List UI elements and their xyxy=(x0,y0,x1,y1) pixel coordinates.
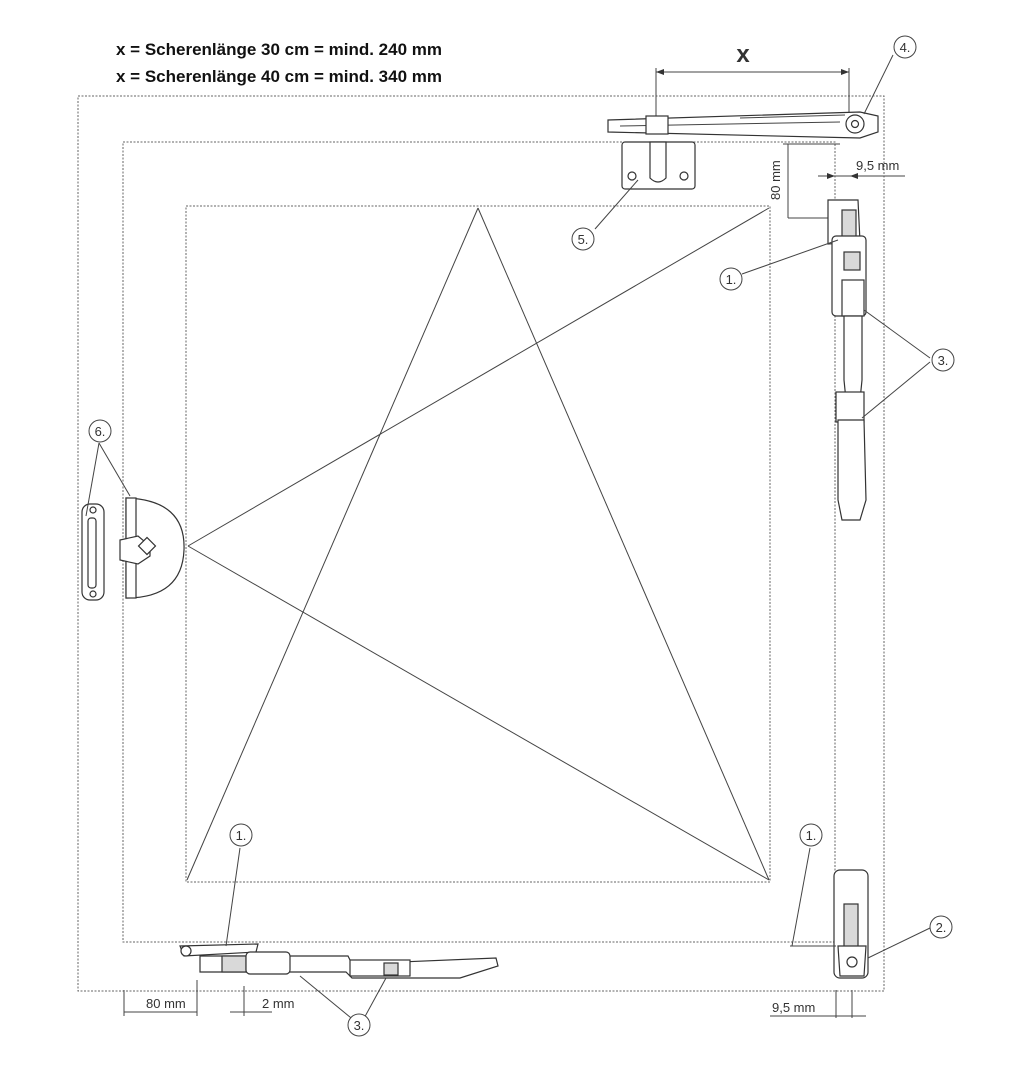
top-scissor-arm xyxy=(607,111,879,139)
sash-frame xyxy=(122,141,836,943)
callout-1-bottom-left: 1. xyxy=(229,823,253,847)
outer-frame xyxy=(77,95,885,992)
svg-text:5.: 5. xyxy=(578,232,589,247)
window-handle-part6 xyxy=(81,497,185,601)
callout-5: 5. xyxy=(571,227,595,251)
x-label: x xyxy=(736,41,750,68)
svg-text:1.: 1. xyxy=(806,828,817,843)
svg-text:1.: 1. xyxy=(236,828,247,843)
callout-3-right: 3. xyxy=(931,348,955,372)
callout-2: 2. xyxy=(929,915,953,939)
callout-1-top: 1. xyxy=(719,267,743,291)
dimension-2mm-bottom: 2 mm xyxy=(230,986,295,1016)
dimension-9-5mm-bottom: 9,5 mm xyxy=(770,990,866,1018)
header-line-40cm: x = Scherenlänge 40 cm = mind. 340 mm xyxy=(116,67,442,86)
opening-triangle-lines xyxy=(186,207,770,881)
svg-text:1.: 1. xyxy=(726,272,737,287)
svg-text:2.: 2. xyxy=(936,920,947,935)
right-corner-drive xyxy=(827,199,867,521)
callout-3-bottom: 3. xyxy=(347,1013,371,1037)
label-9-5mm-bottom: 9,5 mm xyxy=(772,1000,815,1015)
label-80mm-vertical: 80 mm xyxy=(768,160,783,200)
bottom-stay-arm xyxy=(179,943,499,979)
label-9-5mm-top: 9,5 mm xyxy=(856,158,899,173)
svg-text:4.: 4. xyxy=(900,40,911,55)
svg-text:3.: 3. xyxy=(938,353,949,368)
callout-4: 4. xyxy=(893,35,917,59)
svg-text:6.: 6. xyxy=(95,424,106,439)
label-2mm: 2 mm xyxy=(262,996,295,1011)
header-line-30cm: x = Scherenlänge 30 cm = mind. 240 mm xyxy=(116,40,442,59)
dimension-80mm-vertical: 80 mm xyxy=(768,143,840,219)
scissor-bearing-part5 xyxy=(621,141,696,190)
label-80mm-bottom: 80 mm xyxy=(146,996,186,1011)
callout-leaders xyxy=(85,54,931,1023)
dimension-9-5mm-top: 9,5 mm xyxy=(818,158,905,179)
dimension-80mm-bottom: 80 mm xyxy=(123,980,198,1016)
callout-1-bottom-right: 1. xyxy=(799,823,823,847)
svg-text:3.: 3. xyxy=(354,1018,365,1033)
corner-bearing-part2 xyxy=(790,869,869,979)
callout-6: 6. xyxy=(88,419,112,443)
glass-pane xyxy=(185,205,771,883)
